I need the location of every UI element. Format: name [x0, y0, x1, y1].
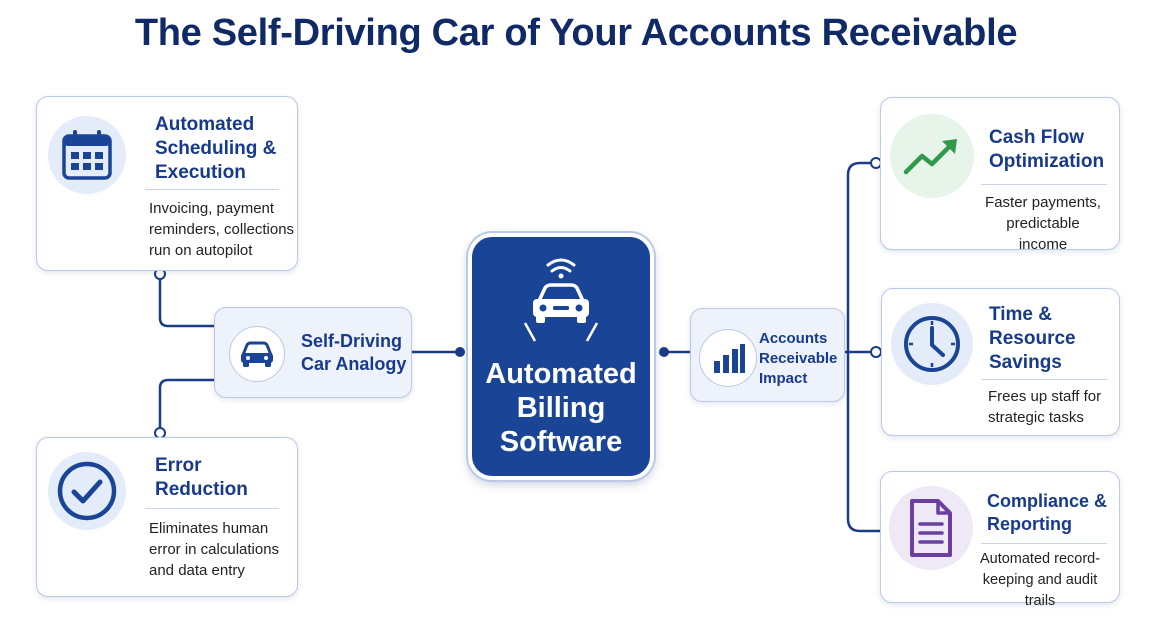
card-divider: [981, 543, 1107, 544]
page-title: The Self-Driving Car of Your Accounts Re…: [134, 12, 1018, 54]
card-desc-compliance: Automated record- keeping and audit trai…: [979, 551, 1101, 609]
dot-center-left: [455, 347, 465, 357]
calendar-icon: [48, 116, 126, 194]
card-title-compliance: Compliance & Reporting: [987, 491, 1108, 534]
card-title-cash-flow: Cash Flow Optimization: [989, 127, 1105, 172]
car-icon: [229, 326, 285, 382]
card-desc-scheduling: Invoicing, payment reminders, collection…: [149, 200, 295, 259]
connector-scheduling: [158, 274, 214, 328]
document-icon: [889, 486, 973, 570]
connector-right-trunk: [846, 161, 880, 533]
card-compliance: Compliance & Reporting Automated record-…: [880, 471, 1120, 609]
card-divider: [982, 379, 1108, 380]
analogy-label: Self-Driving Car Analogy: [301, 331, 407, 374]
trend-up-icon: [890, 114, 974, 198]
checkmark-icon: [48, 452, 126, 530]
card-desc-time: Frees up staff for strategic tasks: [988, 388, 1102, 426]
card-desc-error: Eliminates human error in calculations a…: [149, 520, 280, 579]
clock-icon: [891, 303, 973, 385]
card-divider: [145, 508, 279, 509]
center-title: Automated Billing Software: [485, 358, 637, 458]
card-desc-cash-flow: Faster payments, predictable income: [985, 194, 1101, 253]
card-divider: [145, 189, 279, 190]
card-cash-flow: Cash Flow Optimization Faster payments, …: [880, 97, 1120, 253]
connector-error: [158, 378, 214, 432]
card-automated-scheduling: Automated Scheduling & Execution Invoici…: [36, 96, 298, 271]
card-divider: [981, 184, 1107, 185]
card-title-scheduling: Automated Scheduling & Execution: [155, 114, 277, 183]
box-ar-impact: Accounts Receivable Impact: [690, 308, 845, 402]
card-error-reduction: Error Reduction Eliminates human error i…: [36, 437, 298, 597]
card-time-resource: Time & Resource Savings Frees up staff f…: [881, 288, 1120, 436]
bar-chart-icon: [699, 329, 757, 387]
impact-label: Accounts Receivable Impact: [759, 330, 838, 387]
dot-time: [870, 346, 882, 358]
center-automated-billing: Automated Billing Software: [468, 233, 654, 480]
box-self-driving-analogy: Self-Driving Car Analogy: [214, 307, 412, 398]
dot-center-right: [659, 347, 669, 357]
car-wifi-icon: [521, 253, 601, 343]
card-title-error: Error Reduction: [155, 455, 248, 500]
card-title-time: Time & Resource Savings: [989, 304, 1076, 373]
